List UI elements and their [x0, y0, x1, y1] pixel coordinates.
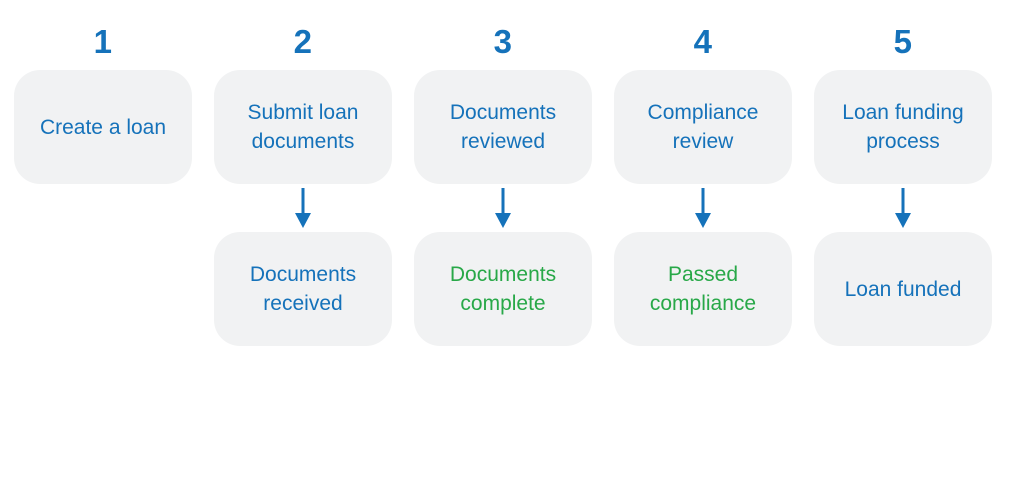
step-box-compliance-review: Compliance review: [614, 70, 792, 184]
down-arrow-icon: [291, 184, 315, 232]
step-box-documents-complete: Documents complete: [414, 232, 592, 346]
step-box-label: Passed compliance: [649, 263, 757, 315]
down-arrow-icon: [491, 184, 515, 232]
step-box-submit-loan-documents: Submit loan documents: [214, 70, 392, 184]
process-flow: 1 Create a loan 2 Submit loan documents …: [3, 14, 1003, 346]
step-column-2: 2 Submit loan documents Documents receiv…: [203, 14, 403, 346]
step-box-passed-compliance: Passed compliance: [614, 232, 792, 346]
step-number-5: 5: [893, 23, 913, 60]
step-number-3: 3: [493, 23, 513, 60]
step-box-label: Loan funded: [844, 277, 962, 301]
step-column-3: 3 Documents reviewed Documents complete: [403, 14, 603, 346]
step-box-label: Compliance review: [647, 101, 759, 153]
step-column-4: 4 Compliance review Passed compliance: [603, 14, 803, 346]
step-box-label: Create a loan: [39, 115, 167, 139]
step-column-1: 1 Create a loan: [3, 14, 203, 346]
down-arrow-icon: [691, 184, 715, 232]
step-box-label: Submit loan documents: [247, 101, 359, 153]
step-box-label: Documents reviewed: [449, 101, 557, 153]
step-number-1: 1: [93, 23, 113, 60]
step-box-documents-received: Documents received: [214, 232, 392, 346]
step-box-label: Documents received: [249, 263, 357, 315]
step-number-2: 2: [293, 23, 313, 60]
step-box-loan-funding-process: Loan funding process: [814, 70, 992, 184]
step-column-5: 5 Loan funding process Loan funded: [803, 14, 1003, 346]
step-box-label: Documents complete: [449, 263, 557, 315]
step-box-create-a-loan: Create a loan: [14, 70, 192, 184]
step-number-4: 4: [693, 23, 713, 60]
down-arrow-icon: [891, 184, 915, 232]
step-box-documents-reviewed: Documents reviewed: [414, 70, 592, 184]
step-box-label: Loan funding process: [842, 101, 964, 153]
step-box-loan-funded: Loan funded: [814, 232, 992, 346]
